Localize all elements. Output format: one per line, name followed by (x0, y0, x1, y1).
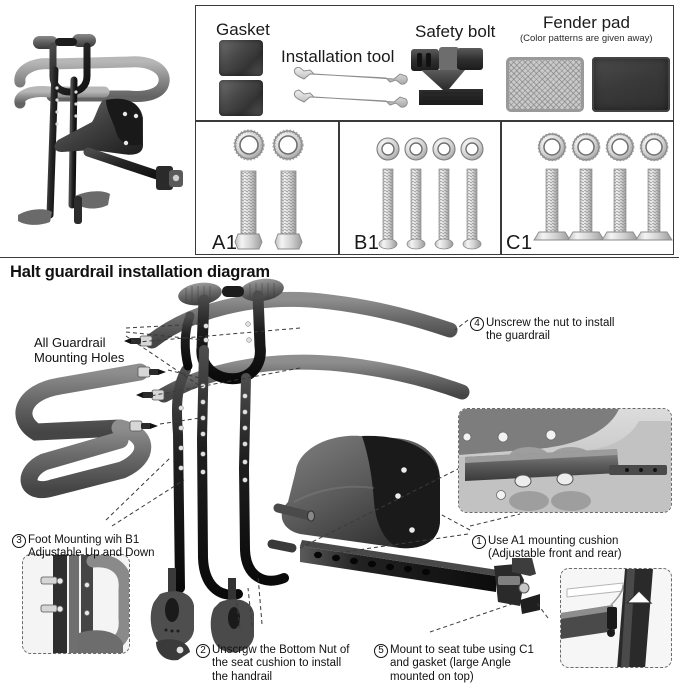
footrest-clamp (151, 568, 194, 660)
callout-number-2: 2 (196, 644, 210, 658)
wrench-icon (290, 67, 410, 117)
kit-b1-parts (377, 138, 483, 249)
inset-a1-mounting-cushion (458, 408, 672, 513)
callout-text: Foot Mounting wih B1 Adjustable Up and D… (28, 534, 155, 561)
callout-text: Use A1 mounting cushion (Adjustable fron… (488, 535, 622, 562)
fender-pad-solid (592, 57, 670, 112)
product-photo (0, 0, 195, 258)
inset-seat-tube-clamp (560, 568, 672, 668)
label-fender-pad: Fender pad (543, 13, 630, 33)
safety-bolt-strap (405, 45, 493, 113)
label-installation-tool: Installation tool (281, 47, 394, 67)
gasket-pad-2 (219, 80, 263, 116)
seat-tube-clamp (494, 558, 540, 614)
inset-foot-mounting (22, 554, 130, 654)
label-fender-pad-sublabel: (Color patterns are given away) (520, 33, 653, 44)
callout-number-3: 3 (12, 534, 26, 548)
top-parts-section: Gasket Installation tool Safety bolt Fen… (0, 0, 679, 258)
callout-text: Unscrgw the Bottom Nut of the seat cushi… (212, 644, 349, 684)
callout-all-guardrail-mounting-holes: All Guardrail Mounting Holes (34, 320, 124, 365)
seat-cushion (282, 436, 440, 548)
label-gasket: Gasket (216, 20, 270, 40)
gasket-pad-1 (219, 40, 263, 76)
hardware-kits-illustration (196, 121, 676, 255)
callout-number-4: 4 (470, 317, 484, 331)
fender-pad-mesh (506, 57, 584, 112)
callout-text: Mount to seat tube using C1 and gasket (… (390, 644, 534, 684)
kit-c1-parts (534, 134, 672, 240)
installation-diagram-section: Halt guardrail installation diagram (0, 258, 679, 675)
callout-number-5: 5 (374, 644, 388, 658)
callout-number-1: 1 (472, 535, 486, 549)
callout-text: All Guardrail Mounting Holes (34, 335, 124, 365)
kit-a1-parts (235, 131, 302, 249)
callout-text: Unscrew the nut to install the guardrail (486, 317, 614, 344)
label-safety-bolt: Safety bolt (415, 22, 495, 42)
guardrail-left (24, 367, 166, 490)
